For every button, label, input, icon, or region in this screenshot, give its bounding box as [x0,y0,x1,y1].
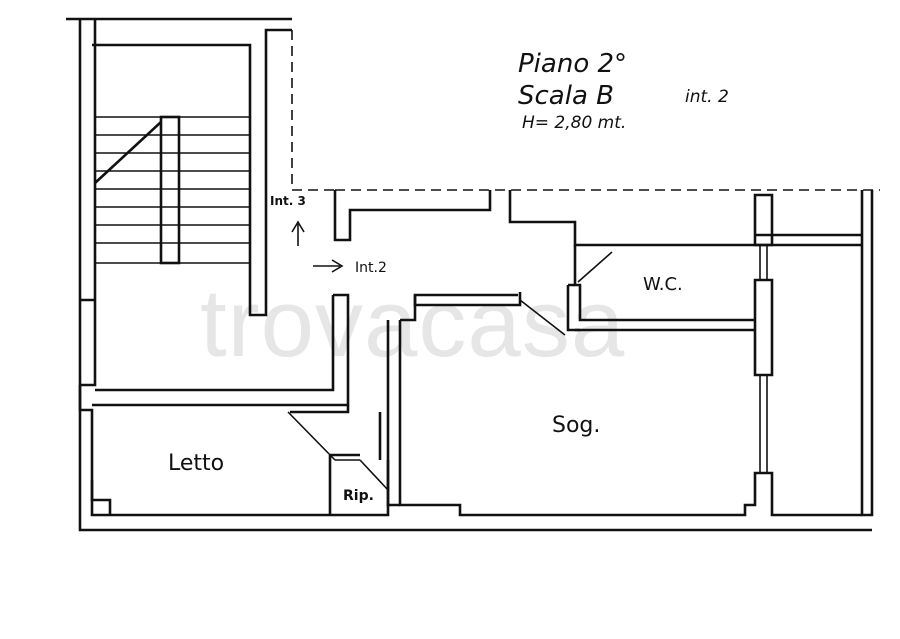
stair-steps [94,116,250,264]
room-ripostiglio-label: Rip. [343,488,374,504]
plan-title: Piano 2° Scala B int. 2 H= 2,80 mt. [518,49,729,133]
apartment-walls [78,189,880,532]
room-wc-label: W.C. [643,274,683,295]
watermark: trovacasa [200,270,625,377]
height-label: H= 2,80 mt. [522,113,626,133]
room-labels: W.C. Sog. Letto Rip. [168,274,683,504]
room-soggiorno-label: Sog. [552,413,600,438]
stairwell [66,17,335,317]
entrance-int3-label: Int. 3 [270,194,306,208]
room-letto-label: Letto [168,451,224,476]
entrance-markers: Int. 3 Int.2 [270,194,387,276]
entrance-int2-label: Int.2 [355,260,387,276]
unit-label: int. 2 [685,87,729,107]
stair-label: Scala B [518,81,614,111]
floor-label: Piano 2° [518,49,627,79]
door-swings [287,251,613,491]
